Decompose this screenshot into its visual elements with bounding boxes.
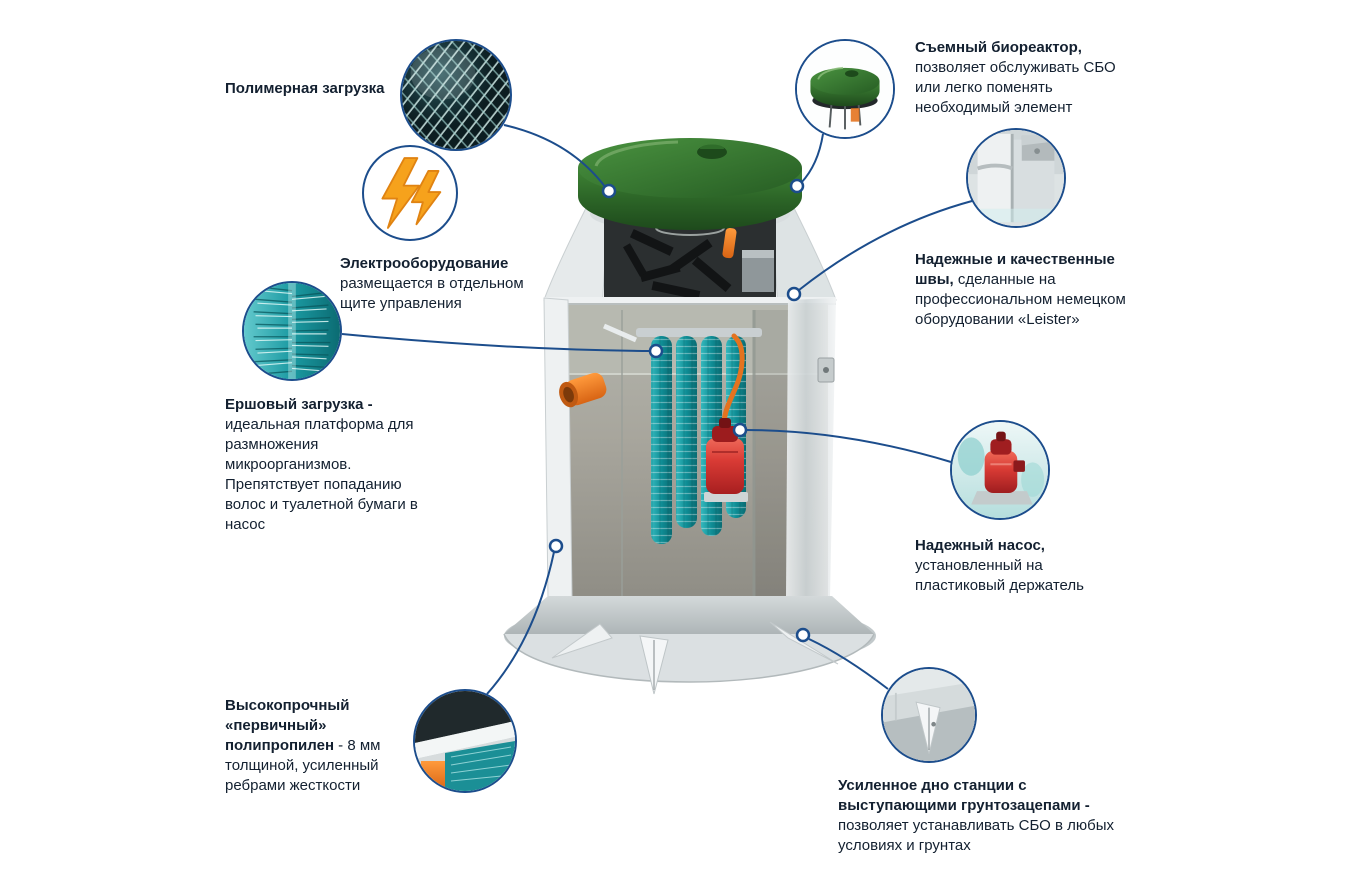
pump (704, 333, 748, 502)
callout-circle-polymer-media (400, 39, 512, 151)
station-base (503, 596, 876, 695)
callout-bold-text: Надежный насос, (915, 537, 1045, 554)
callout-text-bioreactor: Съемный биореактор, позволяет обслуживат… (915, 38, 1140, 118)
callout-rest-text: идеальная платформа для размножения микр… (225, 416, 418, 533)
station-bottom-photo (883, 669, 975, 761)
callout-circle-brush-media (242, 281, 342, 381)
callout-text-polypropylene: Высокопрочный «первичный» полипропилен -… (225, 696, 395, 796)
weld-seam-photo (968, 130, 1064, 226)
connector-line (486, 551, 555, 695)
wall-cutaway-photo (415, 691, 515, 791)
callout-bold-text: Полимерная загрузка (225, 80, 385, 97)
connector-dot (648, 343, 664, 359)
callout-text-brush-media: Ершовый загрузка - идеальная платформа д… (225, 395, 430, 535)
callout-circle-bottom (881, 667, 977, 763)
connector-dot (732, 422, 748, 438)
connector-dots (548, 178, 811, 643)
connector-dot (548, 538, 564, 554)
callout-bold-text: Электрооборудование (340, 255, 509, 272)
connector-line (745, 429, 952, 463)
bioreactor-paddles (623, 229, 732, 300)
connector-line (341, 333, 651, 352)
callout-rest-text: сделанные на профессиональном немецком о… (915, 271, 1126, 328)
callout-rest-text: позволяет обслуживать СБО или легко поме… (915, 59, 1116, 116)
inlet-pipe (559, 372, 607, 408)
callout-bold-text: Съемный биореактор, (915, 39, 1082, 56)
callout-circle-pump (950, 420, 1050, 520)
callout-circle-seams (966, 128, 1066, 228)
lightning-icon (381, 157, 442, 229)
mesh-media-photo (402, 41, 510, 149)
connector-lines (341, 124, 973, 695)
brush-media-photo (244, 283, 340, 379)
callout-circle-electric (362, 145, 458, 241)
callout-text-pump: Надежный насос, установленный на пластик… (915, 536, 1095, 596)
bioreactor-lid-photo (797, 41, 893, 137)
callout-rest-text: позволяет устанавливать СБО в любых усло… (838, 817, 1115, 854)
callout-bold-text: Надежные и качественные швы, (915, 251, 1115, 288)
connector-line (800, 133, 824, 184)
callout-text-polymer: Полимерная загрузка (225, 79, 445, 99)
connector-line (503, 124, 607, 189)
callout-bold-text: Высокопрочный «первичный» полипропилен (225, 697, 350, 754)
station-lid (578, 138, 802, 230)
shell-clip (817, 357, 835, 383)
connector-dot (601, 183, 617, 199)
connector-line (798, 200, 973, 291)
callout-bold-text: Ершовый загрузка - (225, 396, 373, 413)
connector-dot (786, 286, 802, 302)
pump-photo (952, 422, 1048, 518)
connector-dot (789, 178, 805, 194)
callout-text-seams: Надежные и качественные швы, сделанные н… (915, 250, 1150, 330)
callout-rest-text: размещается в отдельном щите управления (340, 275, 524, 312)
callout-text-bottom: Усиленное дно станции с выступающими гру… (838, 776, 1148, 856)
connector-dot (795, 627, 811, 643)
connector-line (808, 638, 889, 690)
callout-circle-polypropylene (413, 689, 517, 793)
callout-text-electric: Электрооборудование размещается в отдель… (340, 254, 530, 314)
callout-bold-text: Усиленное дно станции с выступающими гру… (838, 777, 1090, 814)
callout-rest-text: установленный на пластиковый держатель (915, 557, 1084, 594)
callout-circle-bioreactor (795, 39, 895, 139)
callout-rest-text: - 8 мм толщиной, усиленный ребрами жестк… (225, 737, 381, 794)
